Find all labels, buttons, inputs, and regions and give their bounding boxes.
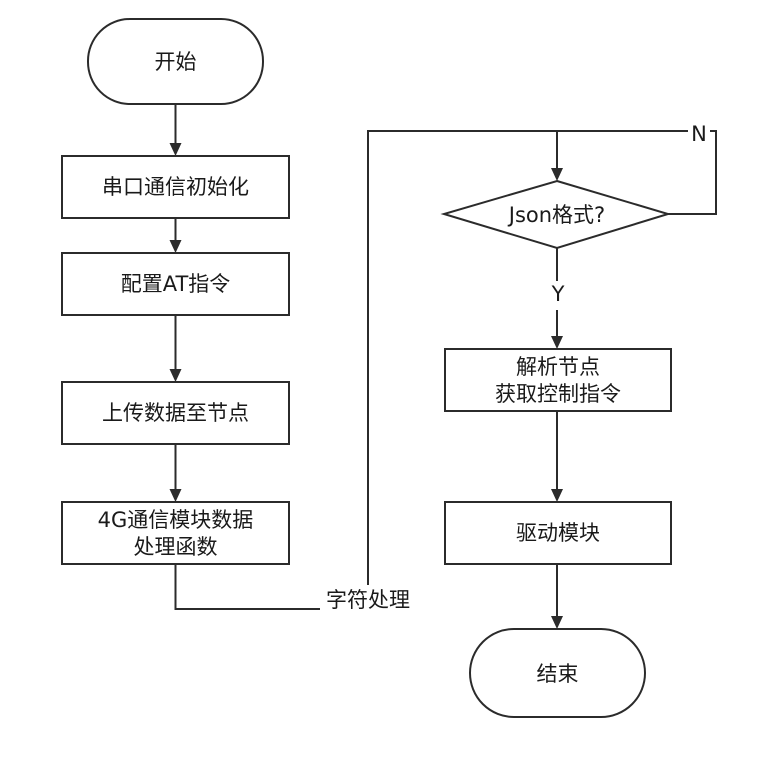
config-at-node-label: 配置AT指令	[121, 272, 231, 296]
arrowhead	[551, 168, 563, 181]
arrowhead	[551, 489, 563, 502]
start-node-label: 开始	[155, 50, 197, 74]
yes-label: Y	[551, 282, 565, 306]
upload-node-label: 上传数据至节点	[102, 401, 249, 425]
parse-node	[444, 348, 672, 412]
arrowhead	[551, 616, 563, 629]
serial-init-node	[61, 155, 290, 219]
edge-module-to-char-processing	[174, 564, 320, 610]
upload-node	[61, 381, 290, 445]
arrowhead	[169, 143, 182, 156]
no-label-bg	[688, 121, 710, 145]
arrowhead	[551, 336, 563, 349]
end-node	[469, 628, 646, 718]
serial-init-node-label: 串口通信初始化	[102, 175, 249, 199]
edge-char-processing-to-json-check	[367, 130, 557, 585]
drive-node-label: 驱动模块	[516, 521, 600, 545]
module-node	[61, 501, 290, 565]
no-label: N	[691, 122, 707, 146]
arrowhead	[169, 240, 182, 253]
arrowhead	[169, 369, 182, 382]
char-processing-label: 字符处理	[326, 588, 410, 612]
end-node-label: 结束	[537, 662, 579, 686]
json-check-node-label: Json格式?	[507, 203, 605, 227]
parse-node-label-line1: 解析节点	[516, 355, 600, 379]
module-node-label-line1: 4G通信模块数据	[98, 508, 254, 532]
drive-node	[444, 501, 672, 565]
parse-node-label-line2: 获取控制指令	[495, 382, 621, 406]
module-node-label-line2: 处理函数	[134, 535, 218, 559]
edge-json-no-loop	[557, 130, 717, 215]
arrowhead	[169, 489, 182, 502]
